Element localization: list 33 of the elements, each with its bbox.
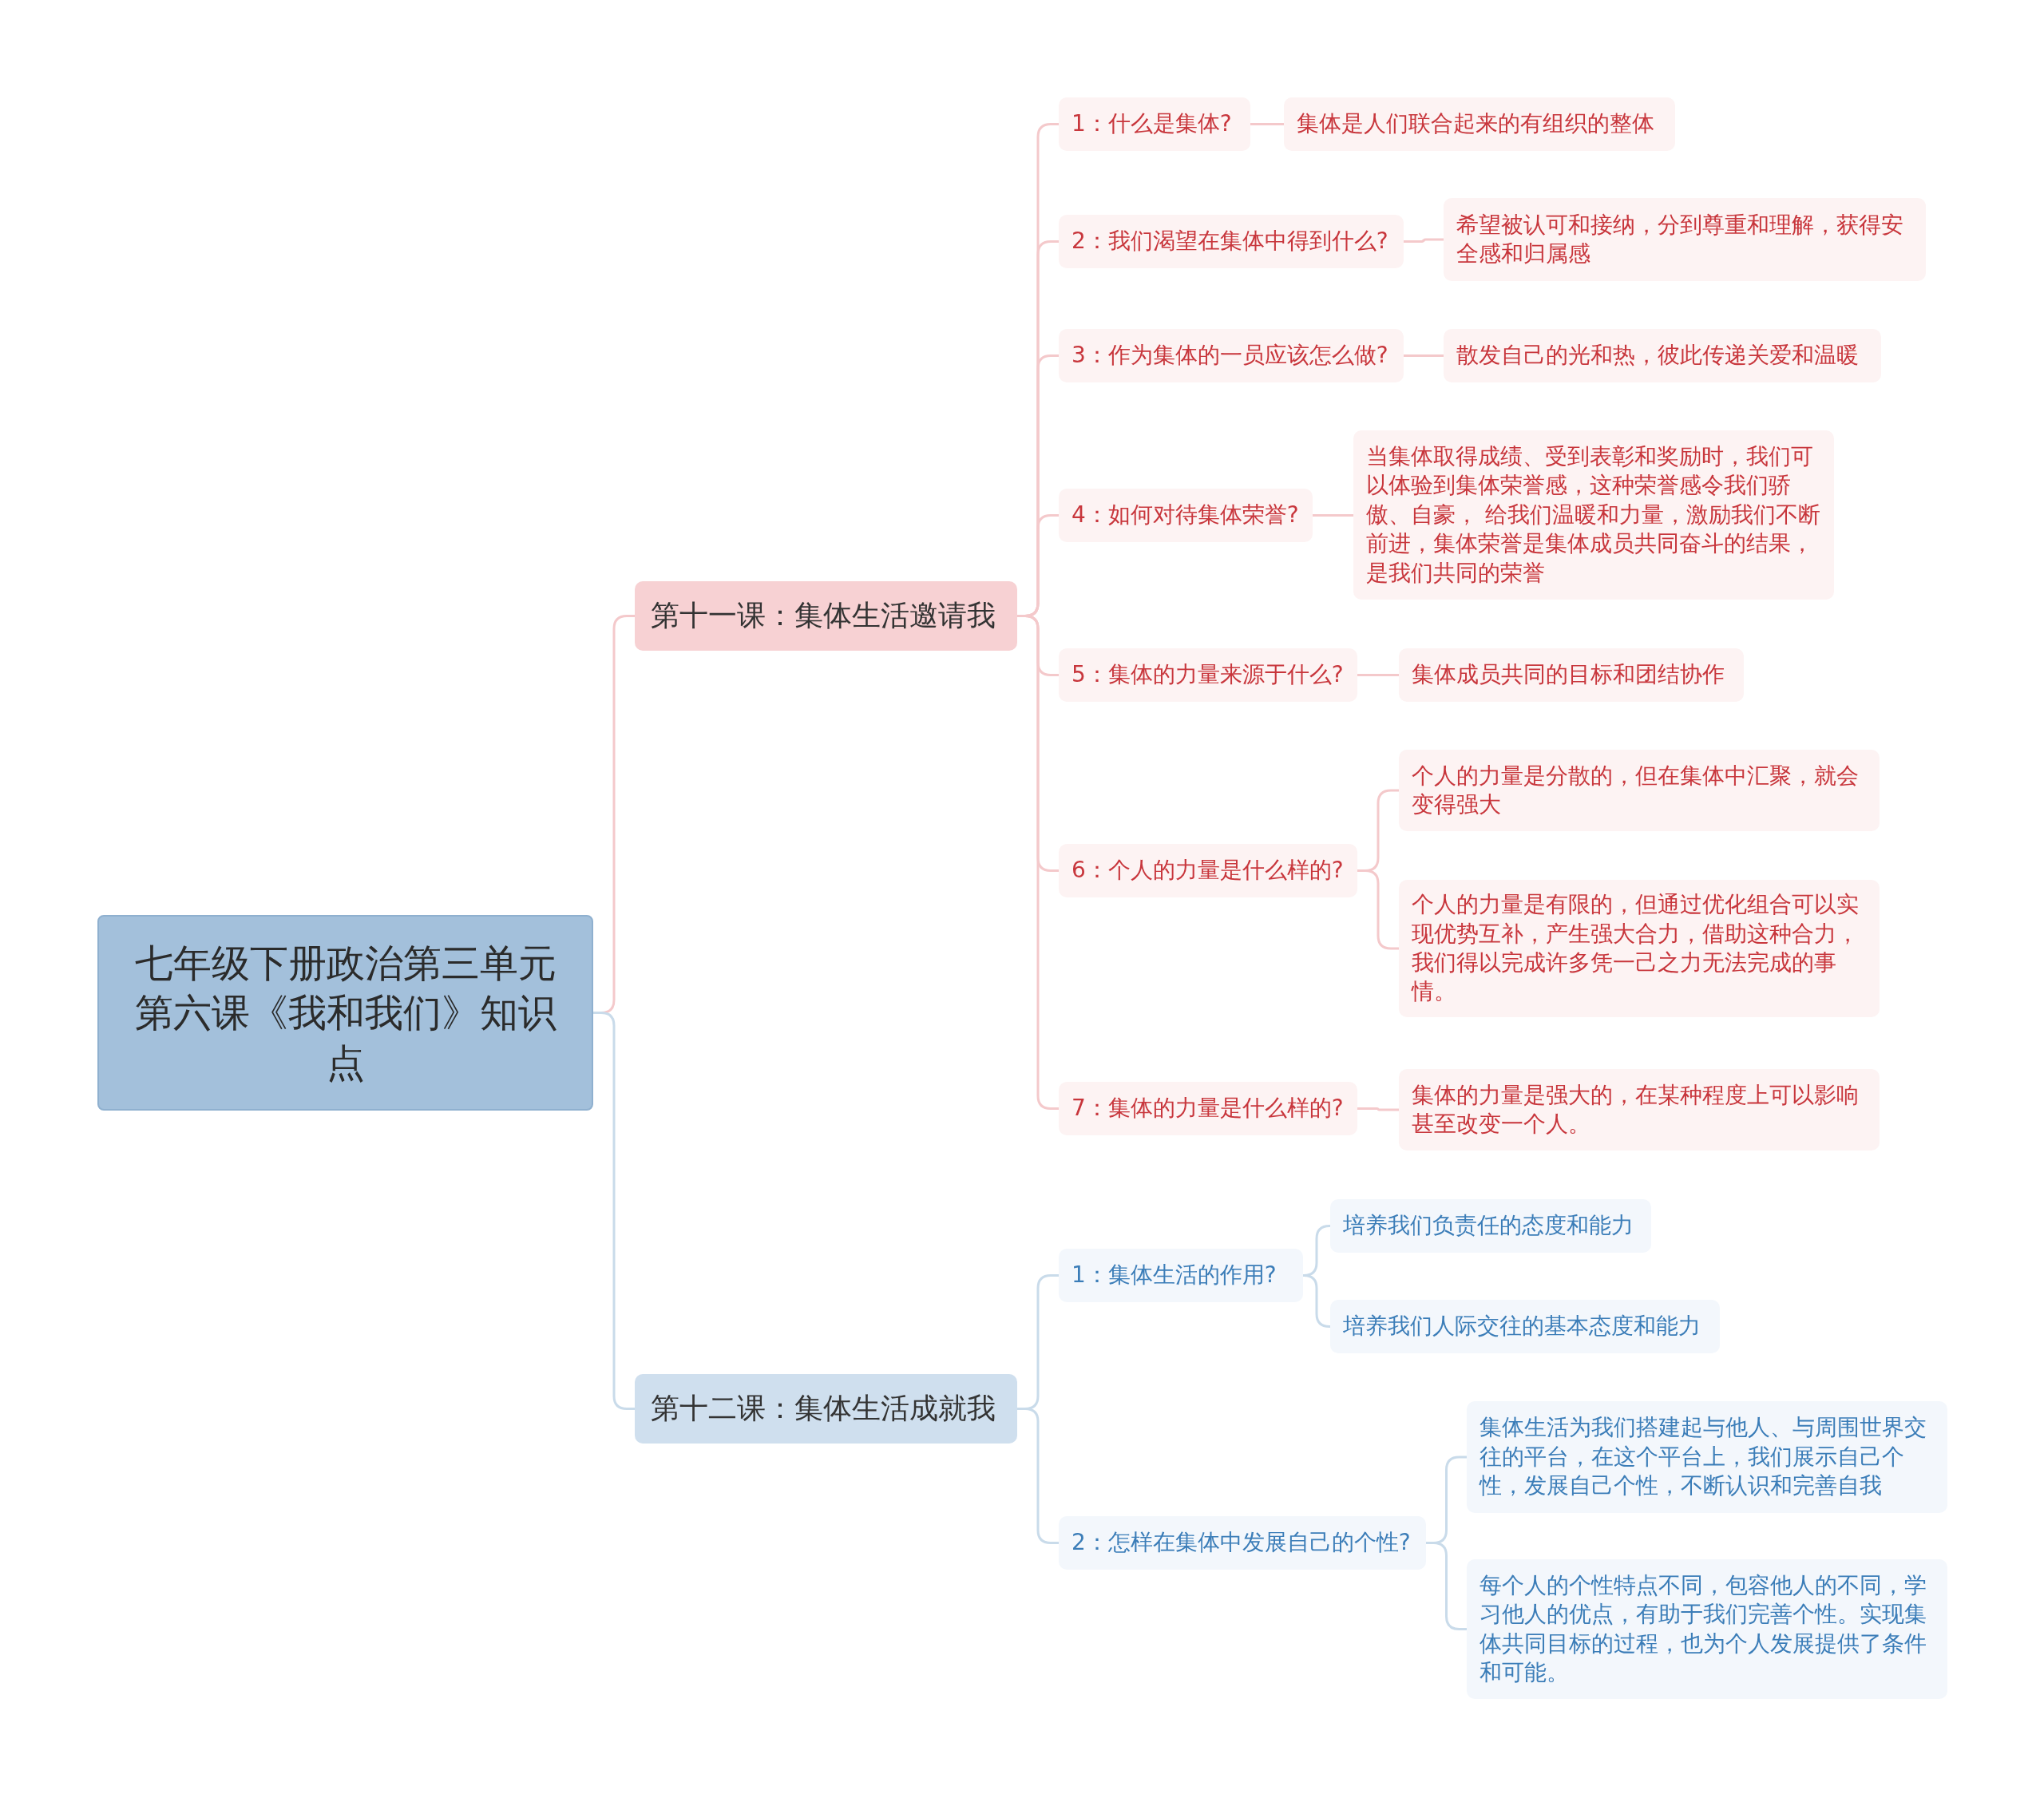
question-box: 3：作为集体的一员应该怎么做? bbox=[1059, 329, 1404, 382]
question-box: 2：怎样在集体中发展自己的个性? bbox=[1059, 1516, 1426, 1570]
lesson-box: 第十一课：集体生活邀请我 bbox=[635, 581, 1017, 651]
question-box: 7：集体的力量是什么样的? bbox=[1059, 1082, 1357, 1135]
connector-line bbox=[1302, 1274, 1331, 1328]
answer-box: 集体成员共同的目标和团结协作 bbox=[1399, 648, 1744, 702]
answer-box: 散发自己的光和热，彼此传递关爱和温暖 bbox=[1444, 329, 1881, 382]
connector-line bbox=[1404, 354, 1444, 357]
question-box: 2：我们渴望在集体中得到什么? bbox=[1059, 215, 1404, 268]
lesson-box: 第十二课：集体生活成就我 bbox=[635, 1374, 1017, 1444]
answer-box: 个人的力量是有限的，但通过优化组合可以实现优势互补，产生强大合力，借助这种合力，我们得以完成许多凭一己之力无法完成的事情。 bbox=[1399, 880, 1880, 1017]
answer-box: 个人的力量是分散的，但在集体中汇聚，就会变得强大 bbox=[1399, 750, 1880, 831]
answer-box: 培养我们人际交往的基本态度和能力 bbox=[1330, 1300, 1720, 1353]
connector-line bbox=[1250, 123, 1284, 125]
connector-line bbox=[1426, 1542, 1467, 1630]
answer-box: 每个人的个性特点不同，包容他人的不同，学习他人的优点，有助于我们完善个性。实现集体共同目标的过程，也为个人发展提供了条件和可能。 bbox=[1467, 1559, 1947, 1699]
question-box: 5：集体的力量来源于什么? bbox=[1059, 648, 1357, 702]
question-box: 6：个人的力量是什么样的? bbox=[1059, 844, 1357, 897]
connector-line bbox=[1357, 674, 1399, 676]
answer-box: 培养我们负责任的态度和能力 bbox=[1330, 1199, 1651, 1253]
answer-box: 当集体取得成绩、受到表彰和奖励时，我们可以体验到集体荣誉感，这种荣誉感令我们骄傲、自豪， 给我们温暖和力量，激励我们不断前进，集体荣誉是集体成员共同奋斗的结果，是我们共同的荣誉 bbox=[1353, 430, 1834, 600]
question-box: 1：集体生活的作用? bbox=[1059, 1249, 1303, 1302]
question-box: 1：什么是集体? bbox=[1059, 97, 1250, 151]
answer-box: 集体的力量是强大的，在某种程度上可以影响甚至改变一个人。 bbox=[1399, 1069, 1880, 1150]
answer-box: 集体是人们联合起来的有组织的整体 bbox=[1284, 97, 1675, 151]
connector-line bbox=[1313, 514, 1353, 517]
answer-box: 希望被认可和接纳，分到尊重和理解，获得安全感和归属感 bbox=[1444, 198, 1926, 281]
connector-line bbox=[1404, 238, 1444, 243]
connector-line bbox=[1357, 1107, 1399, 1111]
question-box: 4：如何对待集体荣誉? bbox=[1059, 489, 1313, 542]
connector-line bbox=[1357, 869, 1399, 950]
answer-box: 集体生活为我们搭建起与他人、与周围世界交往的平台，在这个平台上，我们展示自己个性，发展自己个性，不断认识和完善自我 bbox=[1467, 1401, 1947, 1513]
topic-box: 七年级下册政治第三单元第六课《我和我们》知识点 bbox=[97, 915, 593, 1111]
